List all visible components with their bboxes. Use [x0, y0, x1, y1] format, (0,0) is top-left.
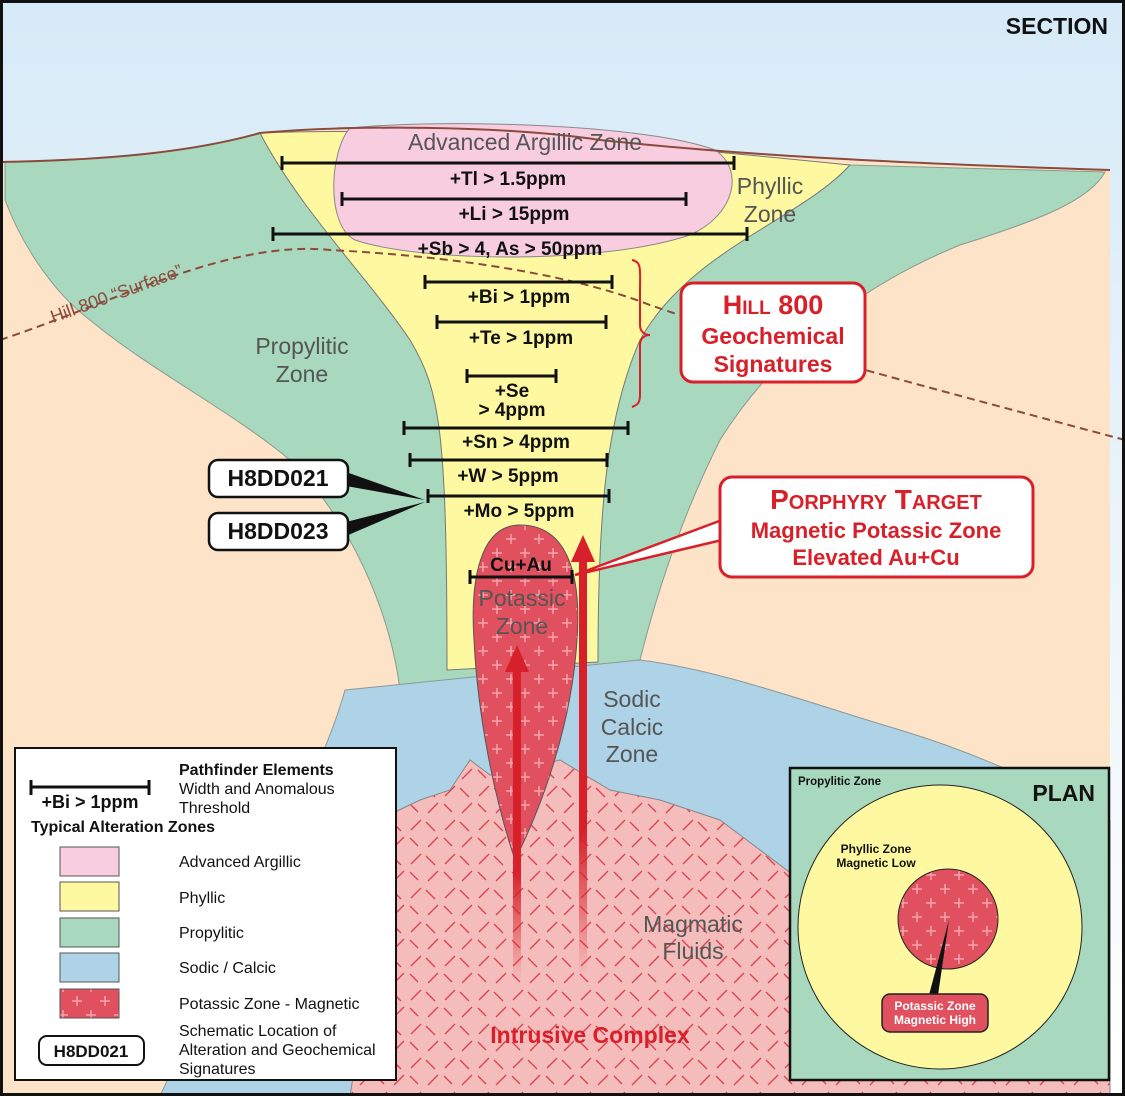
legend-swatch-propylitic [59, 917, 120, 948]
pathfinder-bar [402, 421, 630, 435]
legend-swatch-sodic [59, 952, 120, 983]
drillhole-pointer [346, 502, 425, 536]
pathfinder-bar [423, 275, 614, 289]
hill-800-bracket [631, 259, 651, 408]
zone-label-intrusive: Intrusive Complex [490, 1022, 690, 1048]
hill-800-subtitle: Signatures [714, 351, 833, 377]
zone-label-advanced-argillic: Advanced Argillic Zone [408, 129, 642, 155]
legend: +Bi > 1ppm Pathfinder Elements Width and… [14, 747, 397, 1081]
pathfinder-label: +Sb > 4, As > 50ppm [418, 239, 603, 260]
legend-pathfinder-desc: Threshold [179, 800, 250, 817]
pathfinder-label: > 4ppm [478, 400, 545, 421]
pathfinder-bar [465, 369, 558, 383]
plan-potassic-label-box [881, 993, 989, 1033]
zone-label-propylitic: Zone [276, 361, 328, 387]
plan-potassic-label: Magnetic High [894, 1013, 976, 1027]
legend-zones-title: Typical Alteration Zones [31, 819, 215, 836]
legend-item: Advanced Argillic [179, 854, 301, 871]
legend-item: Sodic / Calcic [179, 960, 276, 977]
legend-swatch-argillic [59, 846, 120, 877]
hill-800-title: Hill 800 [723, 290, 824, 320]
drillhole-label-h8dd021 [207, 458, 350, 499]
legend-drillhole-sample [38, 1035, 145, 1066]
zone-label-phyllic: Phyllic [737, 173, 803, 199]
plan-potassic-label: Potassic Zone [894, 999, 976, 1013]
plan-inset: Potassic Zone Magnetic High Propylitic Z… [788, 766, 1111, 1082]
legend-drillhole-desc: Schematic Location of [179, 1023, 337, 1040]
hill-800-callout [679, 281, 867, 384]
zone-label-phyllic: Zone [744, 201, 796, 227]
plan-phyllic-label: Phyllic Zone [841, 842, 912, 856]
drillhole-id: H8DD023 [228, 518, 329, 544]
pathfinder-bar [340, 192, 688, 206]
plan-title: PLAN [1032, 780, 1095, 806]
porphyry-target-callout [718, 475, 1035, 579]
legend-swatch-phyllic [59, 881, 120, 912]
zone-label-sodic: Sodic [603, 686, 661, 712]
zone-label-potassic: Zone [496, 613, 548, 639]
legend-pathfinder-title: Pathfinder Elements [179, 762, 334, 779]
drillhole-pointer [346, 472, 425, 500]
pathfinder-label: +Li > 15ppm [459, 204, 570, 225]
porphyry-title: Porphyry Target [770, 484, 982, 515]
fluid-arrow-shaft [579, 560, 587, 975]
legend-item: Phyllic [179, 890, 225, 907]
porphyry-subtitle: Elevated Au+Cu [792, 545, 959, 570]
zone-label-potassic: Potassic [479, 585, 566, 611]
legend-sample-bar [29, 780, 151, 795]
legend-swatch-potassic [59, 988, 120, 1019]
pathfinder-bar [468, 570, 574, 584]
zone-label-magmatic-fluids: Magmatic [643, 911, 743, 937]
drillhole-label-h8dd023 [207, 511, 350, 552]
legend-item: Potassic Zone - Magnetic [179, 996, 360, 1013]
pathfinder-bar [435, 315, 608, 329]
pathfinder-label: Cu+Au [490, 555, 552, 576]
pathfinder-label: +W > 5ppm [457, 466, 558, 487]
zone-label-magmatic-fluids: Fluids [662, 938, 723, 964]
zone-label-sodic: Zone [606, 741, 658, 767]
plan-pointer [929, 920, 949, 995]
porphyry-subtitle: Magnetic Potassic Zone [751, 518, 1002, 543]
hill-800-subtitle: Geochemical [701, 323, 844, 349]
fluid-arrow-head [505, 645, 529, 672]
zone-label-propylitic: Propylitic [255, 333, 348, 359]
pathfinder-label: +Tl > 1.5ppm [450, 169, 566, 190]
legend-pathfinder-desc: Width and Anomalous [179, 781, 335, 798]
drillhole-id: H8DD021 [228, 465, 329, 491]
plan-phyllic-label: Magnetic Low [836, 856, 916, 870]
pathfinder-label: +Te > 1ppm [469, 328, 573, 349]
pathfinder-label: +Mo > 5ppm [464, 501, 575, 522]
fluid-arrow-shaft [513, 670, 521, 980]
pathfinder-bars: +Tl > 1.5ppm +Li > 15ppm +Sb > 4, As > 50p… [271, 156, 749, 584]
pathfinder-label: +Se [495, 381, 529, 402]
legend-sample-bar-label: +Bi > 1ppm [41, 792, 138, 812]
legend-drillhole-desc: Alteration and Geochemical [179, 1042, 376, 1059]
fluid-arrow-head [571, 535, 595, 562]
plan-potassic-core [897, 868, 999, 970]
legend-item: Propylitic [179, 925, 244, 942]
ground-surface [0, 126, 1111, 171]
hill-800-surface-line [0, 247, 1125, 441]
pathfinder-label: +Sn > 4ppm [462, 432, 570, 453]
legend-drillhole-desc: Signatures [179, 1061, 256, 1078]
section-label: SECTION [1006, 13, 1108, 39]
zone-label-sodic: Calcic [601, 714, 664, 740]
pathfinder-label: +Bi > 1ppm [468, 287, 570, 308]
pathfinder-bar [271, 227, 749, 241]
legend-drillhole-id: H8DD021 [54, 1042, 129, 1061]
pathfinder-bar [280, 156, 736, 170]
plan-propylitic-label: Propylitic Zone [798, 776, 881, 788]
pathfinder-bar [426, 489, 611, 503]
pathfinder-bar [408, 453, 609, 467]
